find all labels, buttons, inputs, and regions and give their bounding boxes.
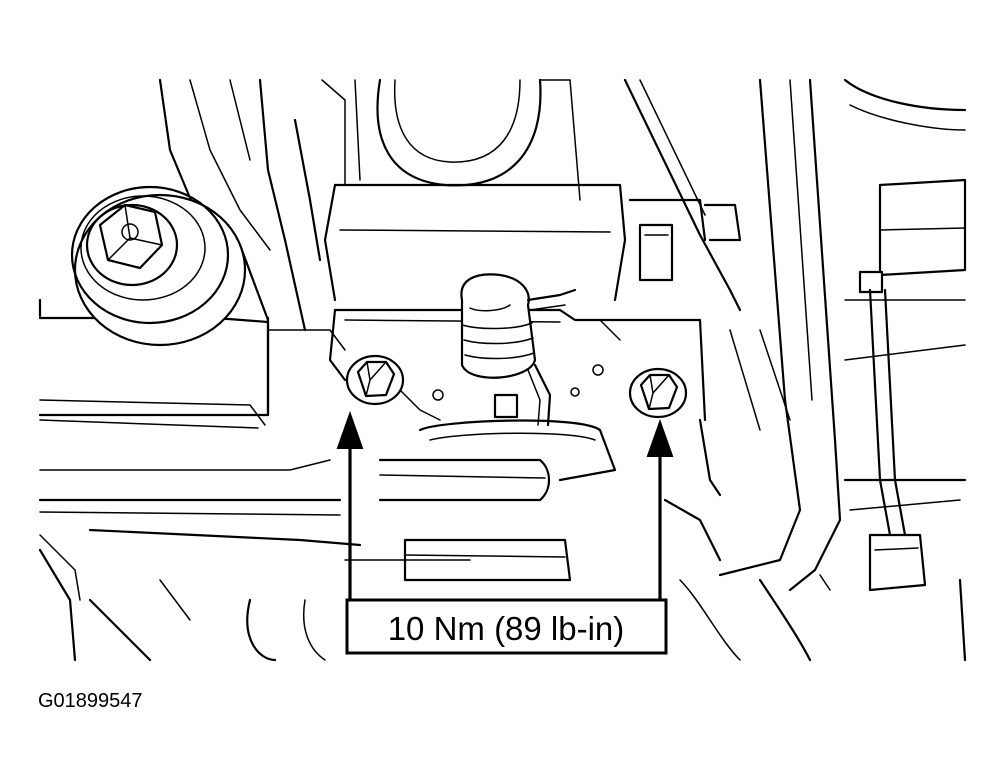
torque-callout-box <box>345 598 668 655</box>
right-components <box>843 78 967 662</box>
right-flange-bolt <box>628 367 688 419</box>
center-bracket <box>323 183 707 422</box>
left-arrowhead-icon <box>336 410 364 449</box>
engine-block-left <box>38 78 362 662</box>
large-bolt <box>70 185 247 347</box>
torque-callout-arrows <box>336 410 674 602</box>
top-port <box>354 78 581 201</box>
torque-callout: 10 Nm (89 lb-in) <box>345 598 668 655</box>
lower-housing <box>88 419 831 662</box>
sensor-connector <box>460 273 577 427</box>
figure-id: G01899547 <box>38 690 143 712</box>
right-arrowhead-icon <box>646 418 674 457</box>
left-flange-bolt <box>345 354 405 406</box>
torque-label: 10 Nm (89 lb-in) <box>388 610 625 647</box>
right-bracket <box>623 78 842 592</box>
